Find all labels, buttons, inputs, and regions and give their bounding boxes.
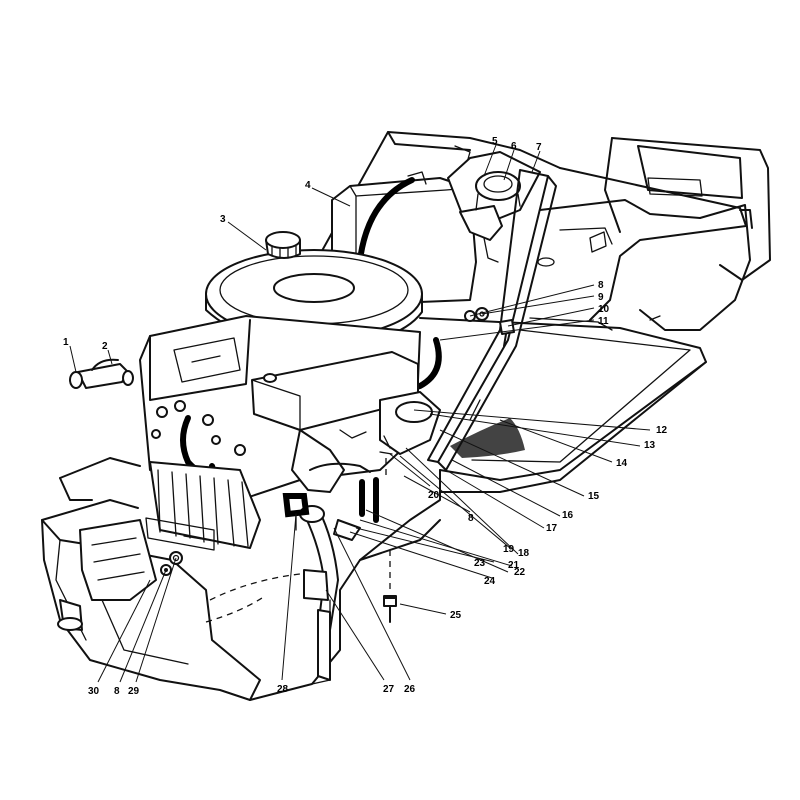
callout-14: 14 xyxy=(616,458,628,469)
foot-tray xyxy=(419,317,707,493)
callout-10: 10 xyxy=(598,304,610,315)
callout-22: 22 xyxy=(514,567,526,578)
leader-lines xyxy=(69,144,651,683)
filler-neck xyxy=(447,151,541,263)
engine xyxy=(139,231,441,549)
callout-8-bottom: 8 xyxy=(114,686,120,697)
callout-2: 2 xyxy=(102,341,108,352)
hardware-8-11 xyxy=(464,307,515,347)
callout-17: 17 xyxy=(546,523,558,534)
callout-29: 29 xyxy=(128,686,140,697)
callout-labels: 1 2 3 4 5 6 7 8 9 10 11 12 13 14 15 16 1… xyxy=(63,136,668,697)
callout-12: 12 xyxy=(656,425,668,436)
callout-20: 20 xyxy=(428,490,440,501)
callout-8-mid: 8 xyxy=(468,513,474,524)
steering-bracket xyxy=(427,169,557,471)
callout-23: 23 xyxy=(474,558,486,569)
callout-28: 28 xyxy=(277,684,289,695)
callout-6: 6 xyxy=(511,141,517,152)
callout-15: 15 xyxy=(588,491,600,502)
callout-9: 9 xyxy=(598,292,604,303)
callout-13: 13 xyxy=(644,440,656,451)
callout-21: 21 xyxy=(508,560,520,571)
callout-24: 24 xyxy=(484,576,496,587)
callout-1: 1 xyxy=(63,337,69,348)
callout-5: 5 xyxy=(492,136,498,147)
callout-11: 11 xyxy=(598,316,609,327)
callout-27: 27 xyxy=(383,684,395,695)
front-pan xyxy=(41,457,441,701)
muffler-hardware xyxy=(160,551,183,576)
callout-7: 7 xyxy=(536,142,542,153)
callout-3: 3 xyxy=(220,214,226,225)
callout-19: 19 xyxy=(503,544,515,555)
callout-8-top: 8 xyxy=(598,280,604,291)
callout-25: 25 xyxy=(450,610,462,621)
callout-30: 30 xyxy=(88,686,100,697)
chassis-frame xyxy=(317,131,771,331)
callout-16: 16 xyxy=(562,510,574,521)
callout-4: 4 xyxy=(305,180,311,191)
callout-26: 26 xyxy=(404,684,416,695)
fitting-28 xyxy=(282,493,310,531)
callout-18: 18 xyxy=(518,548,530,559)
inlet-tube xyxy=(69,358,134,389)
